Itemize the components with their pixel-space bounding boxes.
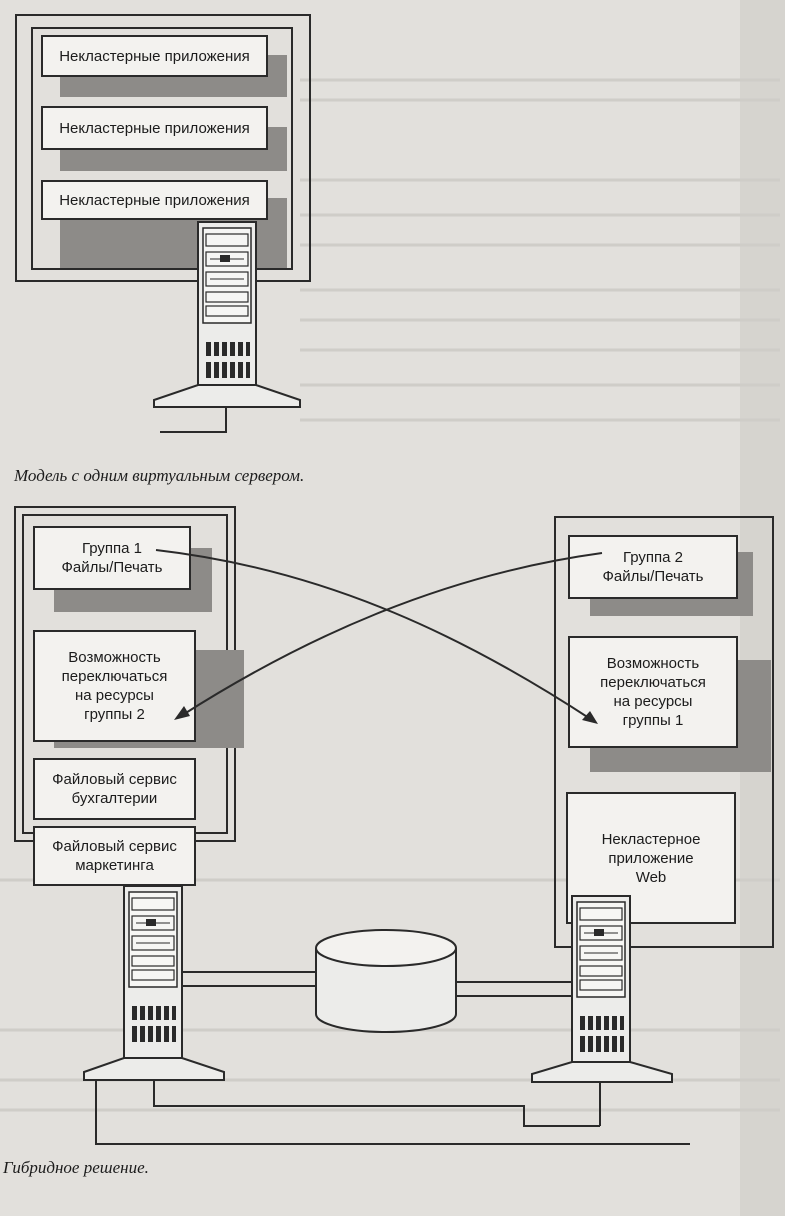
right-node-outer-frame bbox=[554, 516, 774, 948]
virtual-server-outer-frame bbox=[15, 14, 311, 282]
failover-to-group2-box: Возможность переключаться на ресурсы гру… bbox=[33, 630, 196, 742]
marketing-file-service-label: Файловый сервис маркетинга bbox=[52, 838, 177, 874]
group1-file-print-box: Группа 1 Файлы/Печать bbox=[33, 526, 191, 590]
caption-hybrid-solution: Гибридное решение. bbox=[3, 1158, 149, 1177]
nonclustered-app-label-1: Некластерные приложения bbox=[59, 47, 250, 65]
failover-to-group2-label: Возможность переключаться на ресурсы гру… bbox=[61, 649, 168, 723]
arrow-icon bbox=[180, 552, 603, 717]
accounting-file-service-box: Файловый сервис бухгалтерии bbox=[33, 758, 196, 820]
failover-to-group1-label: Возможность переключаться на ресурсы гру… bbox=[600, 655, 706, 729]
server-tower-icon bbox=[83, 885, 225, 1081]
arrow-head bbox=[582, 711, 598, 724]
nonclustered-app-box-2: Некластерные приложения bbox=[41, 106, 268, 150]
virtual-server-inner-frame bbox=[31, 27, 293, 270]
arrow-head bbox=[174, 706, 190, 720]
group1-file-print-label: Группа 1 Файлы/Печать bbox=[61, 540, 163, 576]
nonclustered-app-label-2: Некластерные приложения bbox=[59, 119, 250, 137]
group2-file-print-label: Группа 2 Файлы/Печать bbox=[602, 549, 704, 585]
network-line bbox=[160, 408, 227, 433]
caption-single-virtual-server: Модель с одним виртуальным сервером. bbox=[14, 466, 305, 485]
group2-file-print-box: Группа 2 Файлы/Печать bbox=[568, 535, 738, 599]
marketing-file-service-box: Файловый сервис маркетинга bbox=[33, 826, 196, 886]
server-tower-icon bbox=[153, 221, 301, 408]
disk-storage-icon bbox=[315, 929, 457, 1033]
nonclustered-app-label-3: Некластерные приложения bbox=[59, 191, 250, 209]
nonclustered-app-box-3: Некластерные приложения bbox=[41, 180, 268, 220]
storage-connections bbox=[182, 971, 572, 997]
server-tower-icon bbox=[531, 895, 673, 1083]
nonclustered-app-box-1: Некластерные приложения bbox=[41, 35, 268, 77]
network-bus bbox=[95, 1080, 690, 1145]
arrow-icon bbox=[155, 549, 593, 721]
failover-to-group1-box: Возможность переключаться на ресурсы гру… bbox=[568, 636, 738, 748]
nonclustered-web-app-label: Некластерное приложение Web bbox=[601, 830, 701, 886]
accounting-file-service-label: Файловый сервис бухгалтерии bbox=[52, 771, 177, 807]
